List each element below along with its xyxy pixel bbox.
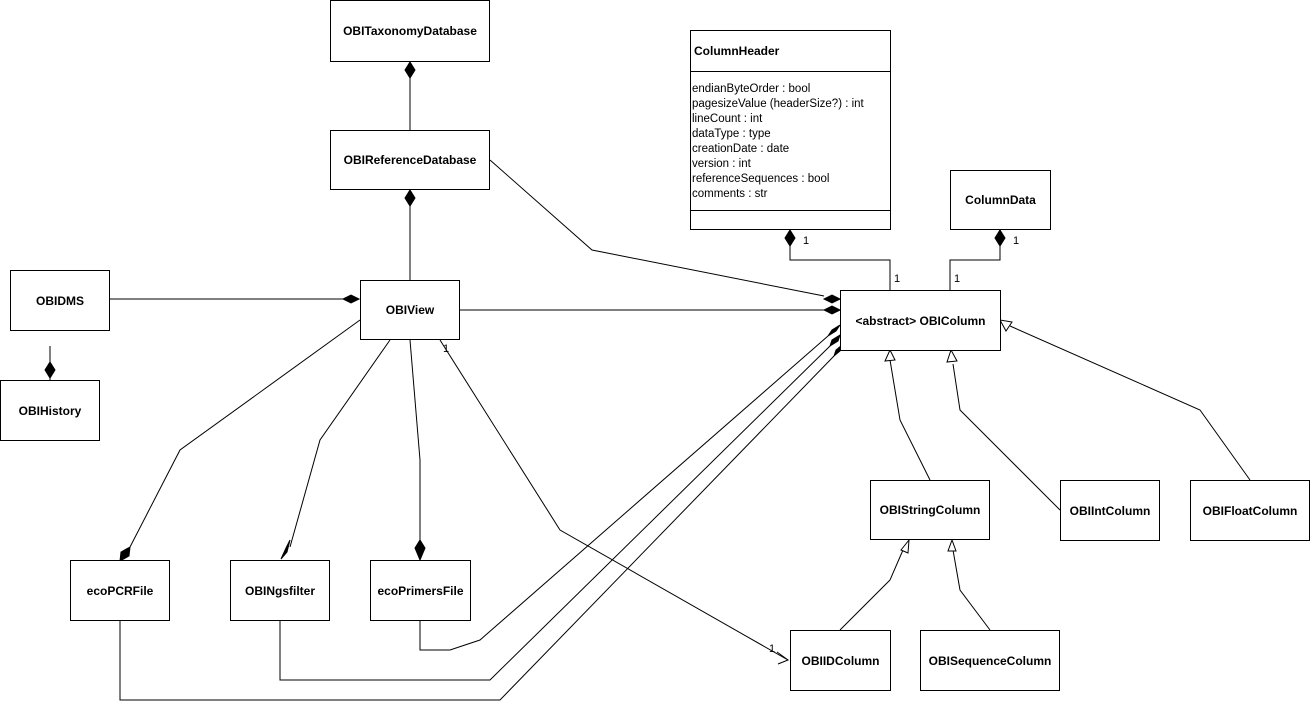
edge-ecoprimers-column: [419, 335, 829, 651]
attribute: dataType : type: [692, 128, 771, 140]
edge-data-column: [949, 246, 1001, 290]
class-obiidcolumn[interactable]: OBIIDColumn: [790, 630, 891, 691]
class-obireferencedatabase[interactable]: OBIReferenceDatabase: [330, 130, 490, 190]
edge-ngsfilter-view: [289, 339, 391, 548]
edge-floatcol-column: [1009, 325, 1251, 481]
multiplicity-label: 1: [769, 643, 776, 655]
attribute: creationDate : date: [692, 143, 790, 155]
multiplicity-label: 1: [894, 273, 901, 285]
edge-reference-column: [489, 159, 825, 297]
diamond-taxonomy: [404, 61, 416, 79]
edge-idcol-stringcol: [839, 549, 904, 631]
class-name: OBIIDColumn: [801, 653, 880, 668]
attribute: pagesizeValue (headerSize?) : int: [692, 98, 864, 110]
diamond-view-obidms: [341, 294, 361, 304]
class-name: ColumnHeader: [691, 31, 890, 72]
class-name: OBIReferenceDatabase: [343, 153, 477, 167]
class-obihistory[interactable]: OBIHistory: [0, 380, 100, 441]
class-name: OBISequenceColumn: [928, 653, 1052, 668]
class-obicolumn[interactable]: <abstract> OBIColumn: [840, 290, 1001, 351]
class-name: OBINgsfilter: [244, 583, 315, 598]
class-columndata[interactable]: ColumnData: [950, 170, 1051, 230]
diamond-ecopcr: [119, 546, 131, 562]
diamond-columnheader: [784, 229, 796, 247]
edge-view-idcolumn: [439, 339, 789, 661]
diamond-ngsfilter: [280, 539, 291, 560]
class-name: ColumnData: [965, 193, 1036, 207]
attribute: referenceSequences : bool: [692, 173, 830, 185]
class-name: OBITaxonomyDatabase: [343, 24, 477, 38]
multiplicity-label: 1: [443, 343, 450, 355]
edge-stringcol-column: [889, 359, 931, 481]
edge-seqcol-stringcol: [952, 549, 991, 631]
class-obingsfilter[interactable]: OBINgsfilter: [230, 560, 330, 621]
class-obidms[interactable]: OBIDMS: [10, 270, 110, 331]
class-name: ecoPrimersFile: [377, 583, 464, 598]
edge-ngsfilter-column: [279, 345, 831, 681]
diamond-columndata: [994, 229, 1006, 247]
arrowhead-stringcol: [884, 348, 896, 362]
diamond-ecoprimers: [414, 539, 426, 562]
class-name: <abstract> OBIColumn: [855, 313, 986, 328]
class-name: ecoPCRFile: [86, 583, 154, 598]
class-columnheader[interactable]: ColumnHeader endianByteOrder : bool page…: [690, 30, 891, 230]
diamond-column-reference: [822, 294, 842, 304]
class-obiview[interactable]: OBIView: [360, 280, 460, 340]
edge-ecoprimers-view: [409, 339, 421, 547]
multiplicity-label: 1: [803, 235, 810, 247]
arrowhead-floatcol: [999, 319, 1013, 332]
class-ecoprimersfile[interactable]: ecoPrimersFile: [370, 560, 471, 621]
diamond-column-view: [822, 305, 842, 315]
class-obifloatcolumn[interactable]: OBIFloatColumn: [1190, 480, 1310, 541]
arrowhead-intcol: [946, 348, 958, 363]
class-obistringcolumn[interactable]: OBIStringColumn: [870, 480, 990, 540]
arrowhead-open-idcolumn: [776, 651, 790, 665]
attribute: lineCount : int: [692, 113, 763, 125]
class-ecopcrfile[interactable]: ecoPCRFile: [70, 560, 170, 621]
class-name: OBIStringColumn: [879, 503, 981, 517]
class-obisequencecolumn[interactable]: OBISequenceColumn: [920, 630, 1060, 691]
diamond-reference: [404, 189, 416, 207]
diamond-column-ecoprimers: [827, 324, 841, 337]
multiplicity-label: 1: [1013, 235, 1020, 247]
edge-intcol-column: [952, 363, 1061, 511]
class-name: OBIView: [385, 303, 435, 317]
class-attributes: endianByteOrder : bool pagesizeValue (he…: [691, 72, 890, 211]
class-name: OBIHistory: [18, 403, 82, 418]
edge-ecopcr-column: [119, 355, 835, 701]
diamond-column-ngsfilter: [829, 333, 841, 348]
attribute: comments : str: [692, 188, 768, 200]
attribute: version : int: [692, 158, 751, 170]
class-obitaxonomydatabase[interactable]: OBITaxonomyDatabase: [330, 0, 490, 62]
edge-header-column: [789, 246, 891, 290]
edge-ecopcr-view: [129, 319, 361, 548]
attribute: endianByteOrder : bool: [692, 83, 811, 95]
class-obiintcolumn[interactable]: OBIIntColumn: [1060, 480, 1160, 541]
arrowhead-idcol: [900, 538, 910, 554]
class-name: OBIIntColumn: [1069, 503, 1151, 518]
class-name: OBIFloatColumn: [1202, 503, 1298, 518]
multiplicity-label: 1: [954, 273, 961, 285]
diamond-obidms-history: [44, 361, 56, 379]
class-name: OBIDMS: [36, 293, 84, 308]
arrowhead-seqcol: [947, 538, 957, 552]
